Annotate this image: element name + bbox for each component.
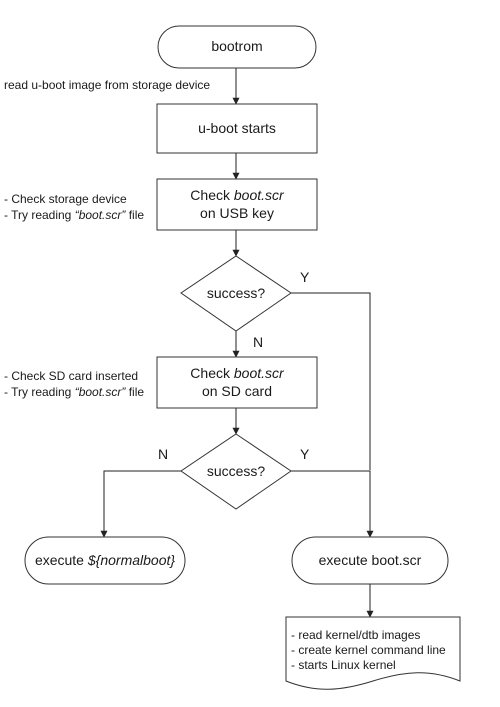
node-decision-sd: success? bbox=[180, 433, 292, 510]
bootscr-doc-line1: - read kernel/dtb images bbox=[291, 628, 420, 642]
node-uboot-starts: u-boot starts bbox=[156, 103, 318, 154]
note-sd-line2-suffix: file bbox=[125, 385, 144, 399]
note-usb: - Check storage device - Try reading “bo… bbox=[4, 192, 144, 222]
check-usb-line1-italic: boot.scr bbox=[234, 187, 285, 203]
note-sd-line2-prefix: - Try reading bbox=[4, 385, 75, 399]
check-sd-line2: on SD card bbox=[202, 383, 272, 399]
edge-label-sd-no: N bbox=[158, 446, 168, 462]
note-sd-line1: - Check SD card inserted bbox=[4, 369, 138, 383]
decision-sd-label: success? bbox=[207, 463, 266, 479]
exec-normalboot-label: execute ${normalboot} bbox=[35, 552, 175, 568]
uboot-starts-label: u-boot starts bbox=[198, 120, 276, 136]
node-exec-bootscr: execute boot.scr bbox=[291, 536, 449, 585]
node-bootscr-document: - read kernel/dtb images - create kernel… bbox=[285, 616, 461, 690]
node-decision-usb: success? bbox=[180, 255, 292, 332]
note-read-uboot: read u-boot image from storage device bbox=[4, 78, 210, 92]
node-exec-normalboot: execute ${normalboot} bbox=[24, 536, 186, 585]
exec-normalboot-italic: ${normalboot} bbox=[87, 552, 176, 568]
node-check-usb: Check boot.scr on USB key bbox=[156, 178, 318, 231]
edge-label-sd-yes: Y bbox=[300, 446, 310, 462]
note-sd-line2-italic: “boot.scr” bbox=[75, 385, 127, 399]
decision-usb-diamond bbox=[180, 255, 292, 332]
bootscr-doc-line3: - starts Linux kernel bbox=[291, 658, 396, 672]
decision-usb-label: success? bbox=[207, 285, 266, 301]
uboot-starts-box bbox=[156, 103, 318, 154]
check-sd-line1: Check boot.scr bbox=[190, 365, 285, 381]
exec-bootscr-label: execute boot.scr bbox=[319, 552, 422, 568]
note-usb-line2: - Try reading “boot.scr” file bbox=[4, 208, 144, 222]
exec-bootscr-terminator bbox=[291, 536, 449, 585]
check-usb-line1-prefix: Check bbox=[190, 187, 234, 203]
note-usb-line1: - Check storage device bbox=[4, 192, 127, 206]
bootscr-document-shape bbox=[285, 616, 461, 690]
decision-sd-diamond bbox=[180, 433, 292, 510]
bootrom-terminator bbox=[157, 25, 317, 69]
note-usb-line2-italic: “boot.scr” bbox=[75, 208, 127, 222]
bootrom-label: bootrom bbox=[211, 38, 262, 54]
node-bootrom: bootrom bbox=[157, 25, 317, 69]
node-check-sd: Check boot.scr on SD card bbox=[156, 356, 318, 409]
edge-label-usb-no: N bbox=[253, 334, 263, 350]
check-sd-box bbox=[156, 356, 318, 409]
check-usb-line1: Check boot.scr bbox=[190, 187, 285, 203]
exec-normalboot-prefix: execute bbox=[35, 552, 88, 568]
check-sd-line1-prefix: Check bbox=[190, 365, 234, 381]
note-sd: - Check SD card inserted - Try reading “… bbox=[4, 369, 144, 399]
note-usb-line2-prefix: - Try reading bbox=[4, 208, 75, 222]
check-usb-box bbox=[156, 178, 318, 231]
edge-decision-sd-no-to-exec-normalboot bbox=[100, 470, 181, 538]
note-usb-line2-suffix: file bbox=[125, 208, 144, 222]
edge-decision-sd-yes-to-exec-bootscr bbox=[291, 470, 374, 538]
check-sd-line1-italic: boot.scr bbox=[234, 365, 285, 381]
note-sd-line2: - Try reading “boot.scr” file bbox=[4, 385, 144, 399]
check-usb-line2: on USB key bbox=[200, 205, 274, 221]
edge-label-usb-yes: Y bbox=[300, 269, 310, 285]
edge-decision-usb-yes bbox=[291, 292, 371, 470]
bootscr-doc-line2: - create kernel command line bbox=[291, 643, 446, 657]
exec-normalboot-terminator bbox=[24, 536, 186, 585]
edges bbox=[100, 68, 374, 618]
